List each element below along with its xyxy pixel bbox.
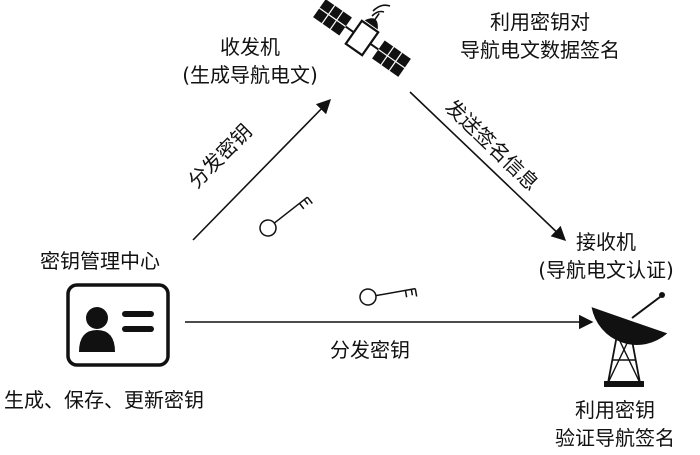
transmitter-subtitle: (生成导航电文) bbox=[182, 63, 318, 87]
sign-note-line1: 利用密钥对 bbox=[490, 10, 590, 34]
receiver-label: 接收机 (导航电文认证) bbox=[512, 228, 700, 284]
transmitter-label: 收发机 (生成导航电文) bbox=[150, 33, 350, 89]
arrow-transmitter-to-receiver bbox=[409, 91, 567, 241]
receiver-title: 接收机 bbox=[576, 230, 636, 254]
key-icon bbox=[259, 196, 313, 237]
satellite-dish-icon bbox=[591, 292, 668, 387]
id-card-icon bbox=[66, 283, 170, 367]
receiver-caption-line2: 验证导航签名 bbox=[555, 426, 675, 450]
key-icon bbox=[359, 287, 418, 306]
key-center-caption: 生成、保存、更新密钥 bbox=[4, 388, 204, 412]
signal-waves-icon bbox=[371, 4, 391, 17]
sign-note: 利用密钥对 导航电文数据签名 bbox=[430, 8, 650, 64]
edge-label-center-to-receiver: 分发密钥 bbox=[330, 338, 410, 362]
satellite-icon bbox=[313, 0, 411, 77]
transmitter-title: 收发机 bbox=[220, 35, 280, 59]
receiver-subtitle: (导航电文认证) bbox=[538, 258, 674, 282]
sign-note-line2: 导航电文数据签名 bbox=[460, 38, 620, 62]
receiver-caption-line1: 利用密钥 bbox=[575, 398, 655, 422]
key-center-label: 密钥管理中心 bbox=[40, 249, 160, 273]
arrow-center-to-transmitter bbox=[192, 98, 332, 241]
receiver-caption: 利用密钥 验证导航签名 bbox=[530, 396, 700, 452]
